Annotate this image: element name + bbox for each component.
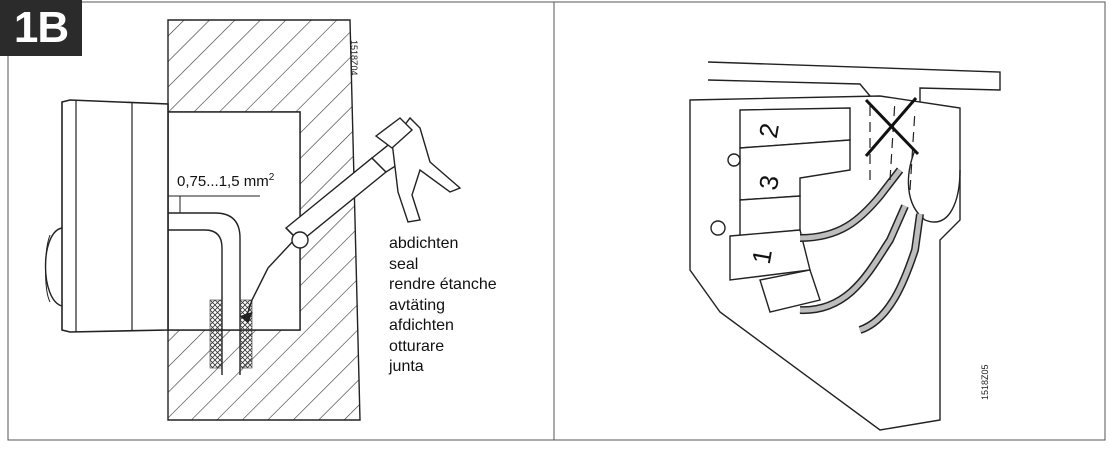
figure-code-left: 1518Z04 — [349, 40, 359, 76]
seal-term: abdichten — [389, 235, 459, 252]
cross-mark — [864, 97, 920, 157]
figure-code-right: 1518Z05 — [980, 364, 990, 400]
terminal-labels: 2 3 1 — [746, 121, 785, 266]
terminal-label-2: 2 — [753, 121, 785, 140]
wire-size-label: 0,75...1,5 mm2 — [177, 172, 275, 190]
wall-section — [167, 19, 361, 421]
seal-term: avtäting — [389, 296, 446, 314]
terminal-label-1: 1 — [746, 247, 778, 266]
seal-term: rendre étanche — [389, 276, 497, 293]
terminal-wires — [799, 99, 924, 334]
sealant-gun — [239, 116, 462, 324]
cable — [168, 195, 260, 375]
terminal-block — [689, 61, 1001, 431]
figure-badge: 1B — [0, 0, 82, 56]
seal-term: otturare — [389, 337, 445, 355]
seal-term: junta — [389, 358, 424, 375]
terminal-label-3: 3 — [753, 173, 785, 192]
seal-term: seal — [389, 255, 419, 273]
sealant-right — [239, 299, 253, 369]
sealant-left — [209, 299, 223, 369]
seal-terms-list: abdichten seal rendre étanche avtäting a… — [389, 234, 497, 378]
device-housing — [44, 99, 169, 333]
seal-term: afdichten — [389, 317, 454, 334]
outer-border — [7, 1, 1106, 441]
